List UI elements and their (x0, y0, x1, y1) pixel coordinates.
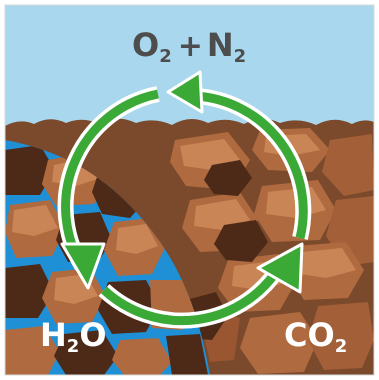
label-oxygen-nitrogen: O2+N2 (132, 26, 246, 67)
label-left-o: O (79, 316, 106, 354)
cycle-arrows (57, 70, 312, 329)
label-top-n-sub: 2 (234, 46, 247, 67)
label-top-o-sub: 2 (159, 46, 172, 67)
label-water: H2O (40, 316, 107, 357)
label-top-o: O (132, 26, 159, 64)
svg-text:H2O: H2O (40, 316, 107, 357)
label-top-n: N (207, 26, 234, 64)
sky-background (5, 5, 374, 135)
label-top-plus: + (178, 29, 203, 64)
label-right-co-sub: 2 (335, 336, 348, 357)
label-carbon-dioxide: CO2 (284, 316, 347, 357)
svg-text:CO2: CO2 (284, 316, 347, 357)
label-left-h-sub: 2 (67, 336, 80, 357)
label-left-h: H (40, 316, 67, 354)
svg-text:O2+N2: O2+N2 (132, 26, 246, 67)
label-right-co: CO (284, 316, 335, 354)
frame-border (4, 4, 375, 376)
